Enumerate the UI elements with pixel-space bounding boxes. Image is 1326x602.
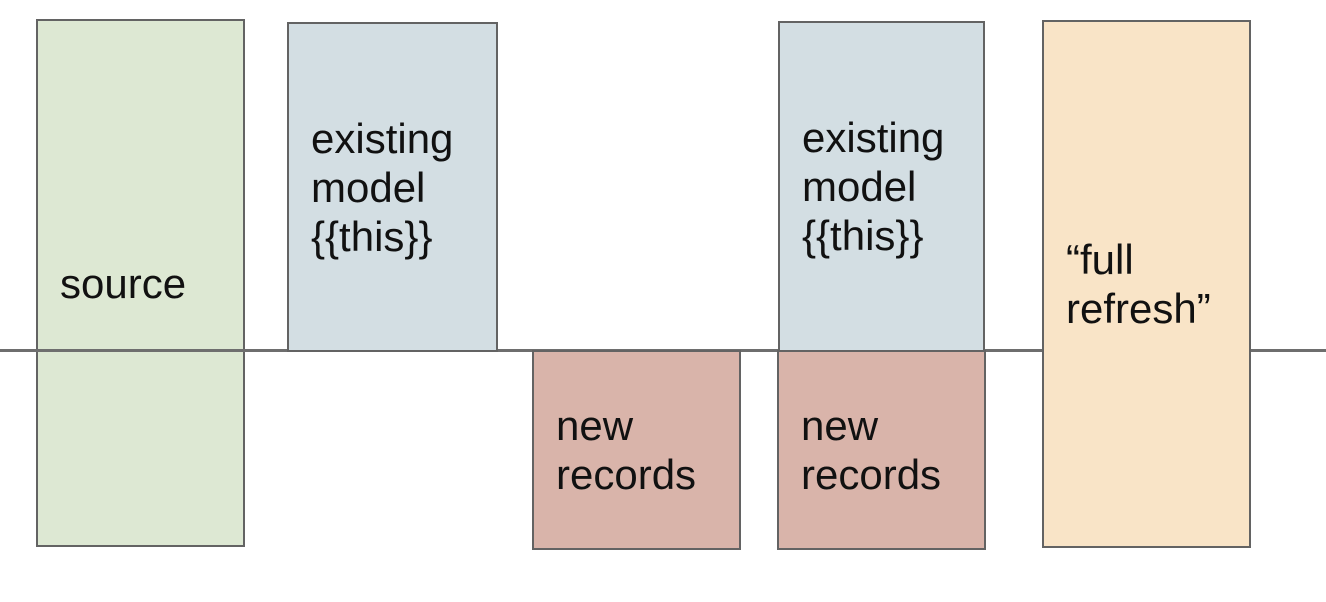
- new-records-box-1-label: new records: [556, 402, 697, 498]
- full-refresh-box-label: “full refresh”: [1066, 236, 1211, 332]
- existing-model-box-1-label: existing model {{this}}: [311, 114, 454, 260]
- existing-model-box-1: existing model {{this}}: [287, 22, 498, 352]
- new-records-box-1: new records: [532, 350, 741, 550]
- source-box: source: [36, 19, 245, 547]
- new-records-box-2: new records: [777, 350, 986, 550]
- existing-model-box-2: existing model {{this}}: [778, 21, 985, 352]
- new-records-box-2-label: new records: [801, 402, 942, 498]
- existing-model-box-2-label: existing model {{this}}: [802, 114, 945, 259]
- source-box-label: source: [60, 259, 187, 307]
- full-refresh-box: “full refresh”: [1042, 20, 1251, 548]
